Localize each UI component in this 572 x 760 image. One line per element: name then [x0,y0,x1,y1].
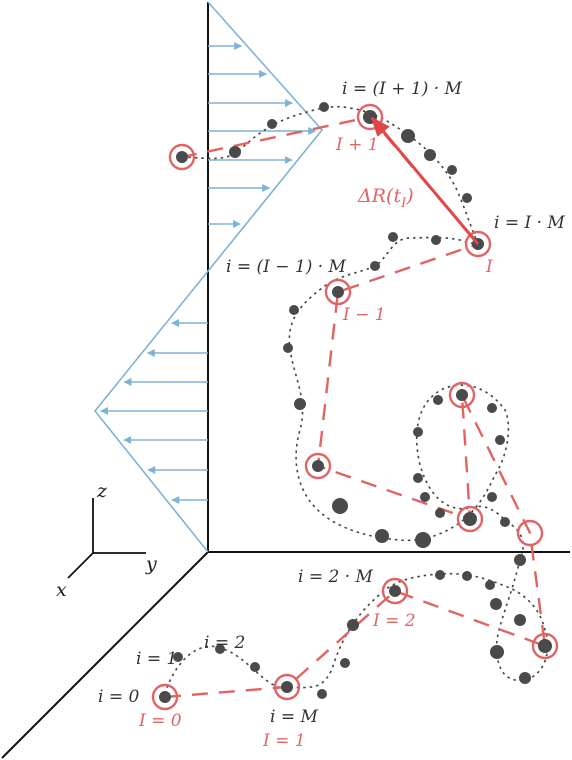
label-i-1: i = 1 [136,649,177,669]
coordinate-axes: z y x [56,480,157,601]
coarse-circle [516,519,544,547]
fine-chain-path [164,105,549,695]
delta-r-arrow [370,116,480,245]
label-i-0: i = 0 [98,687,139,707]
delta-r-main: ΔR(t [357,185,401,207]
bead [294,398,306,410]
bead [347,619,359,631]
bead [229,146,241,158]
coarse-circle [448,381,476,409]
bead [173,652,183,662]
beads [159,102,552,703]
bead [317,689,327,699]
coarse-circle [273,673,301,701]
bead [159,691,171,703]
label-I-m1: I − 1 [342,305,386,325]
bead [319,102,329,112]
label-i-2: i = 2 [204,633,245,653]
bead [176,151,188,163]
label-i-M: i = M [270,707,318,727]
bead [514,554,526,566]
bead [413,427,423,437]
bead [456,389,468,401]
bead [431,235,441,245]
bead [487,492,497,502]
label-I-2: I = 2 [372,611,416,631]
label-I-p1: I + 1 [335,135,379,155]
label-i-IM: i = I · M [494,213,565,233]
label-I: I [485,257,493,277]
bead [463,512,477,526]
bead [332,286,344,298]
bead [495,435,505,445]
frame-diagonal-line [1,551,209,759]
label-i-Im1M: i = (I − 1) · M [226,257,347,277]
coarse-circle [531,632,559,660]
coarse-grained-circles [151,103,559,711]
bead [283,343,293,353]
bead [281,681,293,693]
bead [435,570,445,580]
bead [490,598,502,610]
bead [389,585,401,597]
bead [487,403,497,413]
bead [420,492,430,502]
coarse-index-labels: I = 0 I = 1 I = 2 I − 1 I I + 1 ΔR(tI) [138,135,493,751]
coarse-circle [304,452,332,480]
bead [332,498,348,514]
fine-index-labels: i = 0 i = 1 i = 2 i = M i = 2 · M i = (I… [98,79,565,727]
bead [250,662,260,672]
bead [519,672,531,684]
label-I-0: I = 0 [138,711,182,731]
coarse-circle [464,230,492,258]
y-axis-label: y [145,553,157,575]
z-axis-label: z [96,480,108,502]
flow-profile-outline [93,1,324,553]
coarse-circle [381,577,409,605]
coarse-circle [151,683,179,711]
label-i-2M: i = 2 · M [298,567,374,587]
bead [433,395,443,405]
bead [514,614,526,626]
coarse-circle [168,143,196,171]
x-axis-line [67,552,94,579]
bead [340,658,350,668]
bead [401,129,415,143]
bead [370,261,380,271]
bead [447,165,457,175]
delta-r-close: ) [405,185,413,207]
x-axis-label: x [56,579,67,601]
coarse-circle [324,278,352,306]
bead [413,473,423,483]
flow-arrows [100,42,317,504]
bead [415,532,431,548]
label-I-1: I = 1 [262,731,306,751]
delta-r-subscript: I [400,196,407,211]
bead [500,517,510,527]
coarse-circle [456,505,484,533]
bead [424,149,436,161]
label-delta-r: ΔR(tI) [357,185,414,211]
shear-flow-profile [93,1,324,553]
label-i-Ip1M: i = (I + 1) · M [342,79,463,99]
bead [490,645,504,659]
bead [312,460,324,472]
bead [388,232,398,242]
bead [215,644,225,654]
bead [267,119,277,129]
bead [435,508,445,518]
bead [289,305,299,315]
bead [485,580,495,590]
bead [462,571,472,581]
bead [538,639,552,653]
bead [462,193,472,203]
bead [375,529,389,543]
